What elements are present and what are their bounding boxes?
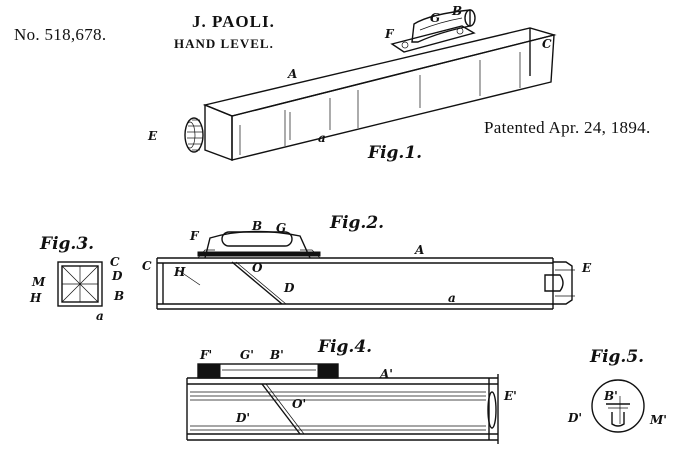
fig5-circle [591, 379, 645, 433]
fig4-label-o: O' [292, 397, 306, 411]
patent-date: Patented Apr. 24, 1894. [484, 118, 651, 137]
fig3-label-m: M [31, 275, 46, 289]
fig1-label-g: G [430, 11, 440, 25]
patent-number: No. 518,678. [14, 25, 107, 44]
fig1-vial-housing [411, 9, 471, 43]
fig1-plate [390, 25, 476, 53]
fig4-label-b: B' [269, 348, 284, 362]
fig4-label-f: F' [199, 348, 212, 362]
fig3-label-c: C [110, 255, 120, 269]
fig5-caption: Fig.5. [589, 347, 644, 367]
fig2-label-o: O [252, 261, 263, 275]
fig3-label-b: B [113, 289, 124, 303]
fig4-label-a: A' [379, 367, 393, 381]
fig3-label-d: D [111, 269, 123, 283]
fig1-top-face [202, 27, 557, 117]
fig2-label-g: G [276, 221, 286, 235]
fig3-outer-square [57, 261, 103, 307]
fig4-shading [190, 391, 486, 431]
figure-1: Fig.1. A a B G F C E [147, 4, 557, 163]
fig2-plate [197, 251, 321, 257]
fig2-mirror [231, 261, 283, 305]
fig5-label-b: B' [603, 389, 618, 403]
fig5-label-d: D' [567, 411, 582, 425]
fig3-caption: Fig.3. [39, 234, 94, 254]
fig1-label-f: F [384, 27, 395, 41]
figure-2: Fig.2. F B G A a C H O D E [142, 213, 592, 310]
fig4-mirror [261, 383, 301, 435]
fig1-label-b: B [451, 4, 462, 18]
fig2-label-f: F [189, 229, 200, 243]
figure-5: Fig.5. B' D' M' [567, 347, 667, 433]
fig1-label-a-upper: A [287, 67, 297, 81]
fig5-label-m: M' [649, 413, 667, 427]
fig1-caption: Fig.1. [367, 143, 422, 163]
fig2-label-a-lower: a [448, 291, 456, 305]
fig1-label-e: E [147, 129, 158, 143]
inventor-name: J. PAOLI. [192, 12, 275, 31]
fig2-label-c: C [142, 259, 152, 273]
fig3-label-h: H [29, 291, 42, 305]
fig1-end-face [204, 103, 233, 162]
fig1-label-a-lower: a [318, 131, 326, 145]
invention-title: HAND LEVEL. [174, 36, 274, 51]
figure-4: Fig.4. F' G' B' A' E' O' D' [186, 337, 517, 444]
fig2-label-d: D [283, 281, 295, 295]
fig1-label-c: C [542, 37, 552, 51]
fig2-eyepiece [553, 261, 573, 305]
figure-3: Fig.3. M H C D B a [29, 234, 124, 323]
fig1-side-face [231, 34, 555, 161]
fig2-label-b: B [251, 219, 262, 233]
fig2-label-e: E [581, 261, 592, 275]
fig1-shading [239, 52, 521, 155]
fig2-label-h: H [173, 265, 186, 279]
fig4-label-g: G' [240, 348, 254, 362]
fig2-label-a-upper: A [414, 243, 424, 257]
fig2-caption: Fig.2. [329, 213, 384, 233]
fig4-label-e: E' [503, 389, 517, 403]
fig4-label-d: D' [235, 411, 250, 425]
fig3-label-a: a [96, 309, 104, 323]
fig4-caption: Fig.4. [317, 337, 372, 357]
